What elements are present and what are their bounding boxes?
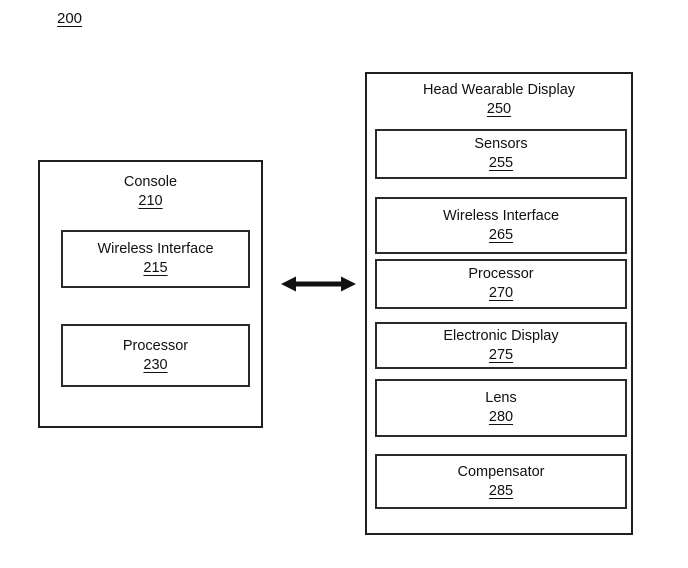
hwd-lens-title: Lens (485, 390, 517, 406)
console-wireless-interface-box: Wireless Interface 215 (61, 230, 250, 288)
console-wireless-interface-title: Wireless Interface (97, 241, 214, 257)
hwd-processor-ref: 270 (488, 285, 514, 301)
hwd-electronic-display-box: Electronic Display 275 (375, 322, 627, 369)
hwd-electronic-display-title: Electronic Display (443, 327, 559, 344)
hwd-electronic-display-ref: 275 (488, 346, 514, 363)
figure-number-label: 200 (57, 10, 83, 27)
console-ref-number: 210 (138, 193, 163, 209)
console-box: Console 210 Wireless Interface 215 Proce… (38, 160, 263, 428)
console-title-text: Console (123, 174, 178, 190)
hwd-wireless-interface-ref: 265 (488, 226, 514, 243)
hwd-sensors-title: Sensors (474, 136, 528, 152)
head-wearable-display-box: Head Wearable Display 250 Sensors 255 Wi… (365, 72, 633, 535)
hwd-lens-box: Lens 280 (375, 379, 627, 437)
console-processor-ref: 230 (143, 356, 168, 373)
hwd-sensors-ref: 255 (488, 155, 514, 171)
console-processor-title: Processor (122, 337, 189, 354)
hwd-ref-number: 250 (486, 101, 512, 117)
bidirectional-arrow-icon (281, 276, 356, 292)
hwd-lens-ref: 280 (488, 409, 514, 425)
console-box-title: Console 210 (40, 162, 261, 211)
hwd-processor-title: Processor (468, 266, 534, 282)
hwd-title-text: Head Wearable Display (422, 82, 576, 98)
hwd-compensator-box: Compensator 285 (375, 454, 627, 509)
hwd-wireless-interface-title: Wireless Interface (442, 207, 560, 224)
hwd-compensator-title: Compensator (457, 463, 545, 480)
console-processor-box: Processor 230 (61, 324, 250, 387)
hwd-sensors-box: Sensors 255 (375, 129, 627, 179)
hwd-compensator-ref: 285 (488, 482, 514, 499)
console-wireless-interface-ref: 215 (143, 260, 168, 276)
hwd-wireless-interface-box: Wireless Interface 265 (375, 197, 627, 254)
hwd-box-title: Head Wearable Display 250 (367, 74, 631, 119)
hwd-processor-box: Processor 270 (375, 259, 627, 309)
